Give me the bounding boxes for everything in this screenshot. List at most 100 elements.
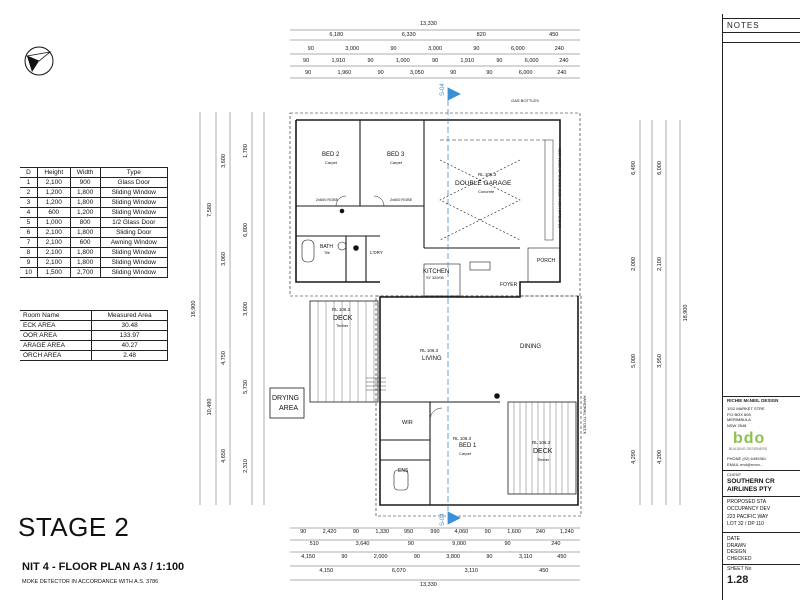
- dim-bottom-row1: 950: [404, 529, 414, 535]
- phone-line: PHONE (02) 6495361: [727, 456, 767, 461]
- dim-bottom-row2: 3,640: [355, 541, 370, 547]
- dim-top-row1: 6,180: [329, 32, 344, 38]
- drying-area-outline: [269, 387, 305, 419]
- bdo-logo: bdo: [733, 430, 766, 447]
- svg-text:S-04: S-04: [440, 513, 446, 526]
- dim-top-row2: 6,000: [510, 46, 525, 52]
- room-garage-rl: RL 106.3: [478, 172, 497, 177]
- dim-bottom-row1: 90: [300, 529, 307, 535]
- dim-bottom-row3: 2,000: [373, 554, 388, 560]
- room-garage: DOUBLE GARAGE: [455, 180, 512, 187]
- dim-bottom-row1: 90: [352, 529, 359, 535]
- room-robe1: 2x600 ROBE: [316, 198, 339, 202]
- site-line: 223 PACIFIC WAY: [727, 514, 769, 520]
- window-schedule-cell: 10: [20, 267, 38, 278]
- dim-top-overall: 13,330: [420, 21, 437, 27]
- room-kitchen-sub: SY 320/06: [426, 276, 444, 280]
- roof-outline-lower: [375, 295, 582, 517]
- notes-label: NOTES: [723, 18, 800, 33]
- address-line: 1S/2 MARKET STRE: [727, 406, 765, 411]
- address-line: NSW 2548: [727, 422, 747, 428]
- dim-right-b: 3,950: [657, 353, 663, 368]
- dim-top-row3: 6,000: [524, 58, 539, 64]
- dim-bottom-row1: 240: [535, 529, 546, 535]
- room-living-rl: RL 106.3: [420, 348, 439, 353]
- room-dining: DINING: [520, 344, 541, 350]
- proposal-line: PROPOSED STA: [727, 499, 767, 505]
- client-label: CLIENT: [727, 472, 742, 477]
- dim-bottom-row2: 90: [407, 541, 414, 547]
- gas-bottles-label: GAS BOTTLES: [511, 98, 539, 103]
- dim-bottom-row2: 90: [504, 541, 511, 547]
- dim-top-row3: 240: [559, 58, 569, 64]
- dim-left-b: 4,750: [221, 350, 227, 365]
- dim-top-row2: 3,000: [428, 46, 442, 52]
- room-kitchen: KITCHEN: [423, 269, 450, 275]
- dim-bottom-row2: 510: [309, 541, 319, 547]
- address-line: MERIMBULA: [727, 417, 751, 422]
- dim-left-c: 2,310: [243, 458, 249, 473]
- dim-left-b: 3,600: [221, 154, 227, 169]
- dim-top-row4: 240: [557, 70, 567, 76]
- dim-top-row4: 6,000: [518, 70, 533, 76]
- dim-bottom-row1: 1,330: [375, 529, 390, 535]
- dim-top-row1: 450: [549, 32, 559, 38]
- room-deck2-rl: RL 106.3: [532, 440, 551, 445]
- dim-left-a: 7,580: [207, 203, 213, 218]
- dim-bottom-row4: 4,150: [319, 568, 334, 574]
- room-bath-floor: Tile: [324, 251, 330, 255]
- dim-top-row3: 90: [303, 58, 310, 64]
- dim-bottom-row4: 450: [539, 568, 549, 574]
- room-robe2: 2x600 ROBE: [390, 198, 413, 202]
- dim-right-a: 6,490: [631, 161, 637, 176]
- room-deck-rl: RL 106.3: [332, 307, 351, 312]
- dim-top-row2: 3,000: [345, 46, 360, 52]
- dim-right-b: 2,100: [657, 257, 663, 272]
- dim-top-row2: 90: [473, 46, 480, 52]
- dim-bottom-row2: 9,000: [452, 541, 467, 547]
- dim-top-row2: 240: [554, 46, 564, 52]
- dim-right-a: 2,000: [631, 257, 637, 272]
- address-line: P.O BOX 605: [727, 411, 751, 417]
- logo-subtitle: BUILDING DESIGNERS: [729, 447, 768, 451]
- room-bed1-floor: Carpet: [459, 451, 472, 456]
- north-arrow-icon: [24, 46, 54, 76]
- meta-label: DRAWN: [727, 542, 746, 549]
- sheet-label: SHEET No: [727, 566, 752, 572]
- room-deck: DECK: [333, 315, 353, 322]
- designer-name: RICHIE McNEIL DESIGN: [727, 398, 779, 403]
- title-block: NOTES RICHIE McNEIL DESIGN 1S/2 MARKET S…: [722, 14, 800, 600]
- dim-bottom-row1: 2,420: [322, 529, 337, 535]
- dim-bottom-row3: 450: [557, 554, 567, 560]
- room-ens: ENS: [398, 468, 409, 474]
- svg-text:S-04: S-04: [440, 83, 446, 96]
- plan-title: NIT 4 - FLOOR PLAN A3 / 1:100: [22, 561, 185, 573]
- window-schedule-cell: Sliding Window: [99, 267, 169, 278]
- sheet-number: 1.28: [727, 574, 749, 586]
- deck-right-outline: [507, 401, 577, 495]
- client-line: AIRLINES PTY: [727, 486, 772, 493]
- meta-label: DESIGN: [727, 549, 747, 555]
- dim-top-row2: 90: [390, 46, 397, 52]
- room-foyer: FOYER: [500, 282, 518, 288]
- meta-label: CHECKED: [727, 555, 752, 562]
- room-bed2: BED 2: [322, 152, 340, 158]
- room-living: LIVING: [422, 356, 442, 362]
- room-drying-2: AREA: [279, 405, 299, 412]
- room-bath: BATH: [320, 244, 333, 250]
- dim-bottom-row4: 6,070: [391, 568, 406, 574]
- dim-top-row4: 3,050: [409, 70, 424, 76]
- dim-bottom-row3: 3,800: [446, 554, 460, 560]
- dim-top-row3: 1,910: [331, 58, 346, 64]
- room-deck2-floor: Timber: [537, 457, 550, 462]
- external-walls: [296, 119, 579, 506]
- dim-left-b: 4,650: [221, 449, 227, 463]
- dim-bottom-row3: 90: [486, 554, 493, 560]
